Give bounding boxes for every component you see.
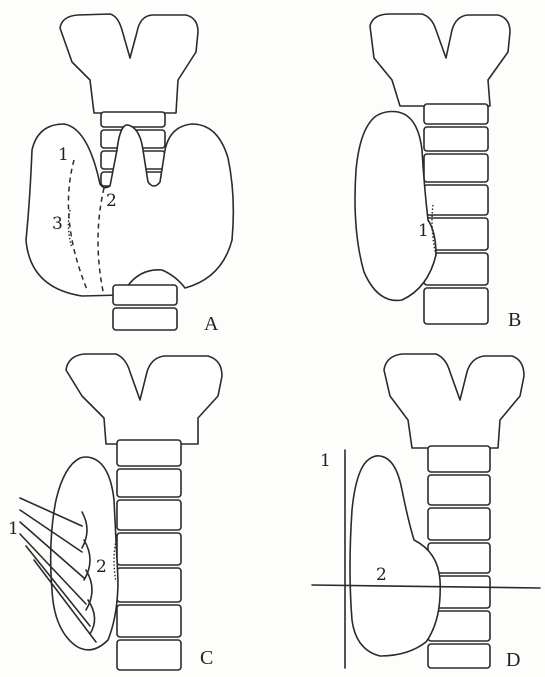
trachea-ring <box>428 508 490 540</box>
trachea-ring <box>428 446 490 472</box>
thyroid-cartilage-a <box>60 14 198 113</box>
trachea-ring <box>424 154 488 182</box>
thyroid-lobe-c <box>51 457 118 650</box>
trachea-ring <box>113 285 177 305</box>
trachea-ring <box>117 640 181 670</box>
trachea-ring <box>117 568 181 602</box>
panel-b: 1 B <box>355 14 521 331</box>
label-c-1: 1 <box>8 519 19 539</box>
thyroid-cartilage-d <box>384 354 524 448</box>
trachea-ring <box>428 475 490 505</box>
trachea-ring <box>424 127 488 151</box>
trachea-ring <box>117 605 181 637</box>
label-a-2: 2 <box>106 191 117 211</box>
trachea-ring <box>428 644 490 668</box>
trachea-ring <box>117 533 181 565</box>
label-d-2: 2 <box>376 565 387 585</box>
trachea-ring <box>117 469 181 497</box>
trachea-ring <box>117 500 181 530</box>
label-a-3: 3 <box>52 214 63 234</box>
trachea-ring <box>101 112 165 127</box>
panel-d: 1 2 D <box>312 354 540 671</box>
label-a-1: 1 <box>58 145 69 165</box>
trachea-ring <box>424 185 488 215</box>
label-c-2: 2 <box>96 557 107 577</box>
panel-letter-d: D <box>506 649 520 671</box>
label-b-1: 1 <box>418 221 429 241</box>
thyroid-cartilage-b <box>370 14 510 106</box>
label-d-1: 1 <box>320 451 331 471</box>
trachea-ring <box>117 440 181 466</box>
panel-c: 1 2 C <box>8 354 222 670</box>
panel-letter-a: A <box>204 313 219 335</box>
thyroid-lobe-d <box>350 456 440 656</box>
trachea-ring <box>113 308 177 330</box>
thyroid-cartilage-c <box>66 354 222 444</box>
panel-letter-c: C <box>200 647 213 669</box>
panel-letter-b: B <box>508 309 521 331</box>
panel-a: 1 2 3 A <box>26 14 233 335</box>
trachea-ring <box>424 104 488 124</box>
trachea-ring <box>424 288 488 324</box>
